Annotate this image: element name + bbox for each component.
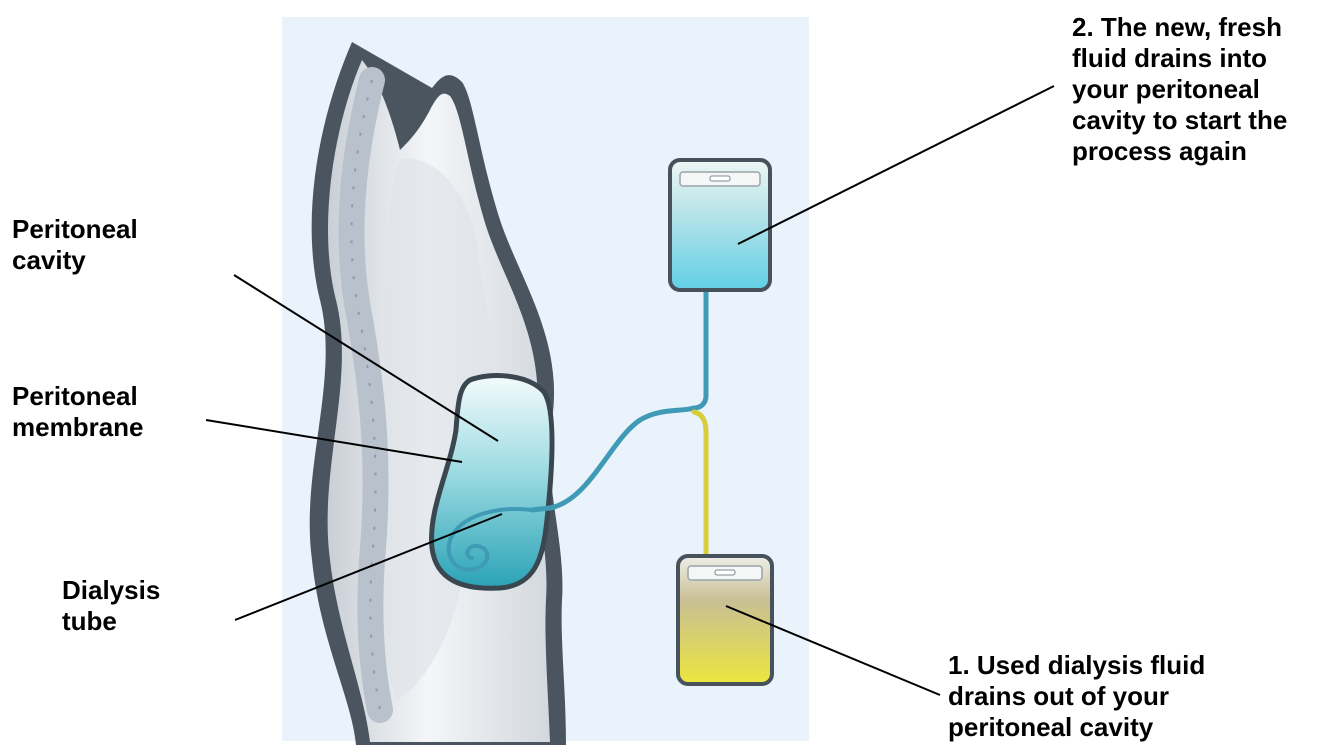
used-fluid-step-label: 1. Used dialysis fluid drains out of you… — [948, 650, 1205, 743]
peritoneal-cavity-label: Peritoneal cavity — [12, 214, 138, 276]
peritoneal-membrane-label: Peritoneal membrane — [12, 381, 144, 443]
fresh-fluid-step-label: 2. The new, fresh fluid drains into your… — [1072, 12, 1287, 167]
dialysis-tube-label: Dialysis tube — [62, 575, 160, 637]
fresh-fluid-bag — [670, 160, 770, 290]
